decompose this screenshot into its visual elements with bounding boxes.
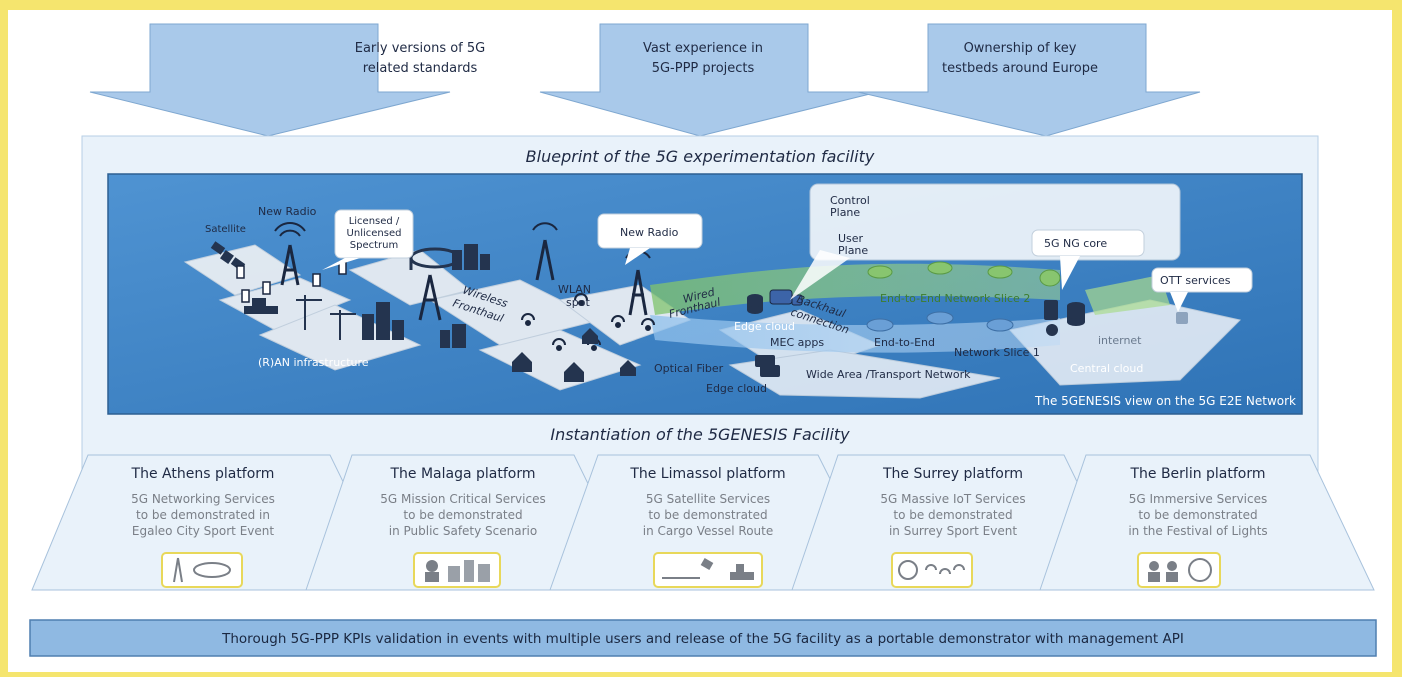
wlan-label-2: spot bbox=[566, 296, 590, 309]
platform-malaga: The Malaga platform 5G Mission Critical … bbox=[380, 466, 546, 588]
central-cloud-label: Central cloud bbox=[1070, 362, 1143, 375]
platform-line: to be demonstrated bbox=[1138, 508, 1257, 522]
platform-line: Egaleo City Sport Event bbox=[132, 524, 274, 538]
svg-text:Unlicensed: Unlicensed bbox=[347, 228, 402, 239]
network-slice-1-band bbox=[650, 315, 1060, 353]
platform-line: 5G Satellite Services bbox=[646, 492, 770, 506]
arrow-text-line2: testbeds around Europe bbox=[942, 61, 1098, 76]
immersive-vr-icon bbox=[1137, 552, 1221, 588]
internet-label: internet bbox=[1098, 334, 1142, 347]
central-cloud-server-icon bbox=[1044, 300, 1085, 326]
ott-callout bbox=[1151, 267, 1253, 312]
platform-line: in the Festival of Lights bbox=[1128, 524, 1267, 538]
platform-title: The Malaga platform bbox=[389, 466, 535, 482]
arrow-text-line1: Vast experience in bbox=[643, 41, 763, 56]
licensed-spectrum-callout: Licensed / Unlicensed Spectrum bbox=[322, 209, 414, 270]
svg-text:Spectrum: Spectrum bbox=[350, 240, 398, 251]
ran-infrastructure-label: (R)AN infrastructure bbox=[258, 356, 369, 369]
platform-title: The Berlin platform bbox=[1129, 466, 1265, 482]
blueprint-title: Blueprint of the 5G experimentation faci… bbox=[526, 147, 875, 166]
platform-line: to be demonstrated bbox=[648, 508, 767, 522]
optical-fiber-label: Optical Fiber bbox=[654, 362, 724, 375]
network-view-panel: Licensed / Unlicensed Spectrum Satellite… bbox=[107, 173, 1303, 415]
footer-text: Thorough 5G-PPP KPIs validation in event… bbox=[221, 631, 1184, 647]
platform-line: in Cargo Vessel Route bbox=[643, 524, 774, 538]
input-arrow-standards: Early versions of 5G related standards bbox=[89, 23, 486, 137]
wlan-label-1: WLAN bbox=[558, 283, 591, 296]
footer-bar bbox=[29, 619, 1377, 657]
platform-line: to be demonstrated in bbox=[136, 508, 270, 522]
phone-icons bbox=[236, 261, 347, 303]
arrow-text-line2: related standards bbox=[363, 61, 478, 76]
ng-core-label: 5G NG core bbox=[1044, 237, 1107, 250]
platform-berlin: The Berlin platform 5G Immersive Service… bbox=[1128, 466, 1268, 588]
input-arrow-experience: Vast experience in 5G-PPP projects bbox=[539, 23, 879, 137]
platform-athens: The Athens platform 5G Networking Servic… bbox=[131, 466, 275, 588]
control-plane-label-1: Control bbox=[830, 194, 870, 207]
ott-link-band bbox=[1085, 275, 1170, 315]
platform-surrey: The Surrey platform 5G Massive IoT Servi… bbox=[880, 466, 1026, 588]
iot-sensors-icon bbox=[891, 552, 973, 588]
slice-1-label: Network Slice 1 bbox=[954, 346, 1040, 359]
public-safety-icon bbox=[413, 552, 501, 588]
ng-core-callout bbox=[1031, 229, 1145, 290]
mec-apps-label: MEC apps bbox=[770, 336, 824, 349]
platform-line: to be demonstrated bbox=[403, 508, 522, 522]
arrow-text-line1: Ownership of key bbox=[964, 41, 1077, 56]
ran-land-tiles bbox=[183, 244, 692, 391]
user-plane-label-2: Plane bbox=[838, 244, 868, 257]
arrow-text-line2: 5G-PPP projects bbox=[652, 61, 755, 76]
crane-icon bbox=[296, 295, 356, 340]
stadium-icon bbox=[161, 552, 243, 588]
edge-cloud-server-icon bbox=[747, 294, 763, 314]
platform-line: 5G Mission Critical Services bbox=[380, 492, 545, 506]
platform-title: The Surrey platform bbox=[882, 466, 1023, 482]
ott-server-icon bbox=[1176, 312, 1188, 324]
radio-tower-icon bbox=[418, 274, 442, 321]
instantiation-title: Instantiation of the 5GENESIS Facility bbox=[550, 425, 850, 444]
house-icons bbox=[512, 328, 636, 382]
platform-line: in Surrey Sport Event bbox=[889, 524, 1017, 538]
satellite-label: Satellite bbox=[205, 224, 246, 235]
platform-line: in Public Safety Scenario bbox=[389, 524, 537, 538]
platform-line: 5G Massive IoT Services bbox=[880, 492, 1025, 506]
platform-title: The Athens platform bbox=[131, 466, 275, 482]
slice-2-nodes bbox=[867, 261, 1061, 287]
platform-title: The Limassol platform bbox=[629, 466, 785, 482]
slice-nodes bbox=[866, 311, 1014, 332]
platform-trapezoids bbox=[31, 454, 1375, 591]
new-radio-callout bbox=[597, 213, 703, 265]
wlan-tower-icon bbox=[532, 222, 558, 281]
platform-limassol: The Limassol platform 5G Satellite Servi… bbox=[629, 466, 786, 588]
e2e-label: End-to-End bbox=[874, 336, 935, 349]
platform-line: to be demonstrated bbox=[893, 508, 1012, 522]
arrow-text-line1: Early versions of 5G bbox=[355, 41, 486, 56]
edge-cloud-label-2: Edge cloud bbox=[706, 382, 767, 395]
user-plane-label-1: User bbox=[838, 232, 864, 245]
edge-cloud-label-1: Edge cloud bbox=[734, 320, 795, 333]
stadium-icon bbox=[409, 247, 461, 270]
platform-line: 5G Immersive Services bbox=[1129, 492, 1267, 506]
gear-icon bbox=[1046, 324, 1058, 336]
satellite-vessel-icon bbox=[653, 552, 763, 588]
input-arrow-testbeds: Ownership of key testbeds around Europe bbox=[857, 23, 1201, 137]
svg-text:Licensed /: Licensed / bbox=[349, 216, 400, 227]
control-plane-label-2: Plane bbox=[830, 206, 860, 219]
wan-label: Wide Area /Transport Network bbox=[806, 368, 971, 381]
edge-cloud-server-icon bbox=[755, 355, 780, 377]
new-radio-right-label: New Radio bbox=[620, 226, 679, 239]
platform-line: 5G Networking Services bbox=[131, 492, 275, 506]
edge-router-icon bbox=[769, 289, 803, 306]
slice-2-label: End-to-End Network Slice 2 bbox=[880, 292, 1030, 305]
network-view-caption: The 5GENESIS view on the 5G E2E Network bbox=[1034, 394, 1296, 408]
ott-services-label: OTT services bbox=[1160, 274, 1231, 287]
building-icons bbox=[362, 244, 490, 348]
ship-icon bbox=[244, 298, 278, 314]
radio-tower-icon bbox=[274, 222, 306, 286]
new-radio-left-label: New Radio bbox=[258, 205, 317, 218]
